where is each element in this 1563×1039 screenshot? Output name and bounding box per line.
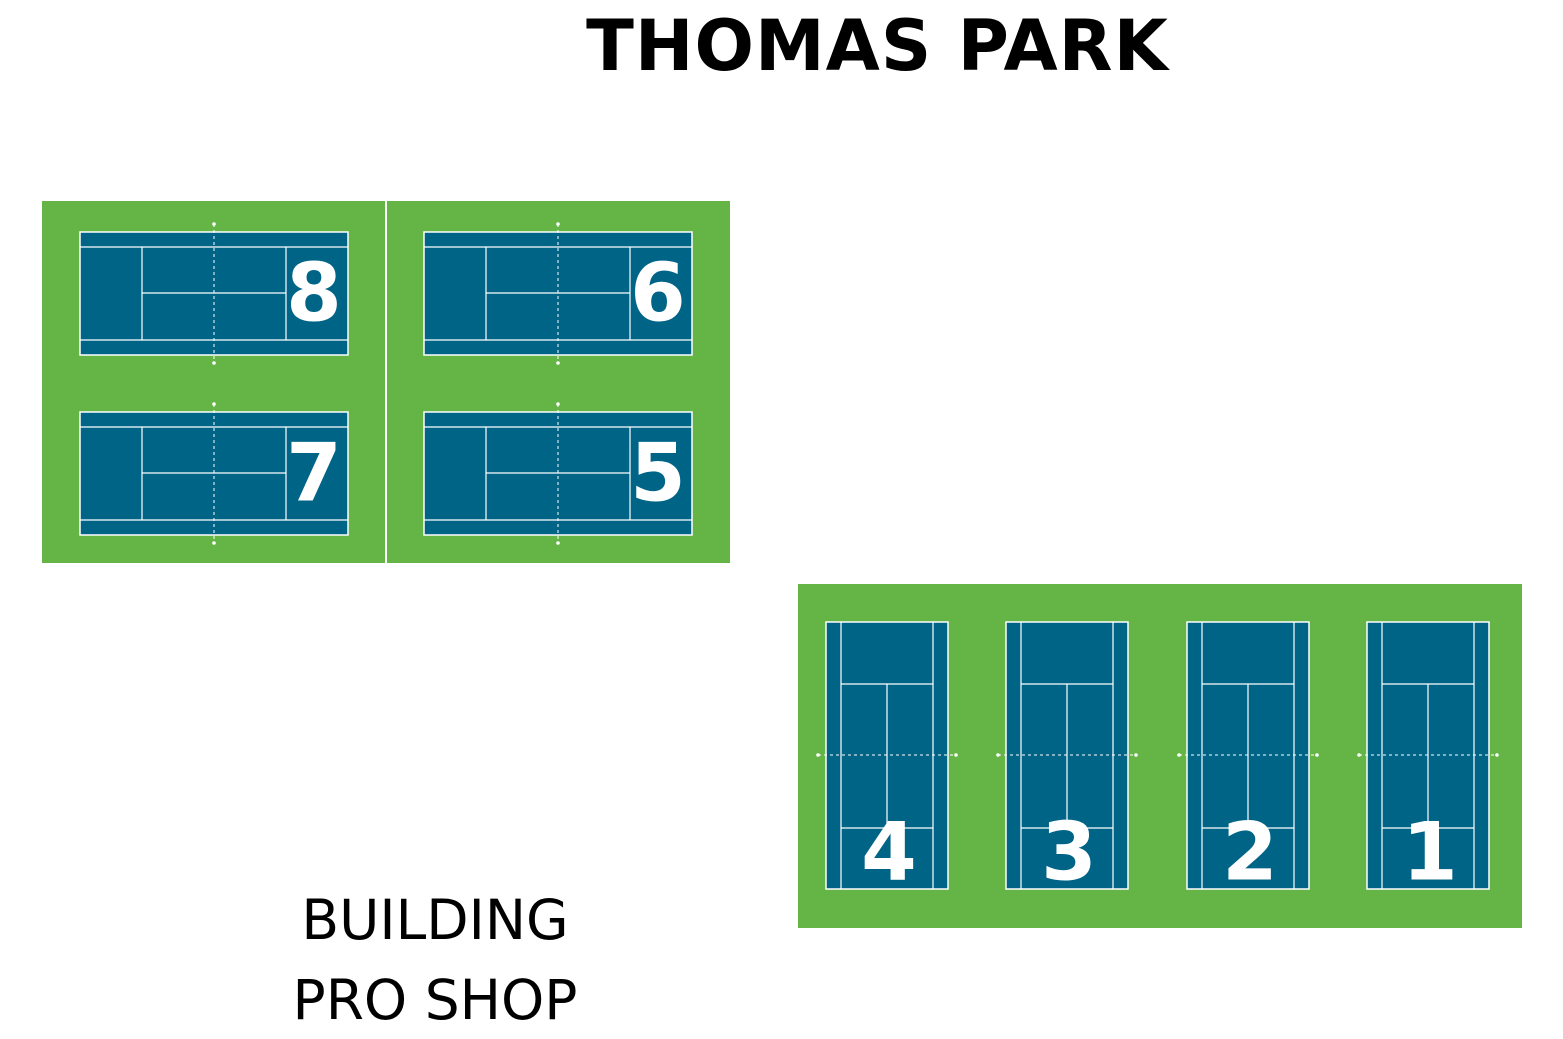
court-6: 6 (423, 222, 693, 365)
park-title: THOMAS PARK (586, 5, 1169, 87)
court-number: 4 (861, 806, 917, 899)
building-label: BUILDING (301, 888, 569, 952)
court-number: 7 (286, 427, 342, 520)
court-number: 3 (1041, 806, 1097, 899)
court-8: 8 (79, 222, 349, 365)
court-number: 6 (630, 247, 686, 340)
court-1: 1 (1357, 621, 1499, 899)
court-7: 7 (79, 402, 349, 545)
court-number: 1 (1402, 806, 1458, 899)
court-3: 3 (996, 621, 1138, 899)
court-number: 5 (630, 427, 686, 520)
pro-shop-label: PRO SHOP (292, 968, 578, 1032)
court-4: 4 (816, 621, 958, 899)
court-5: 5 (423, 402, 693, 545)
court-number: 2 (1222, 806, 1278, 899)
court-number: 8 (286, 247, 342, 340)
court-2: 2 (1177, 621, 1319, 899)
